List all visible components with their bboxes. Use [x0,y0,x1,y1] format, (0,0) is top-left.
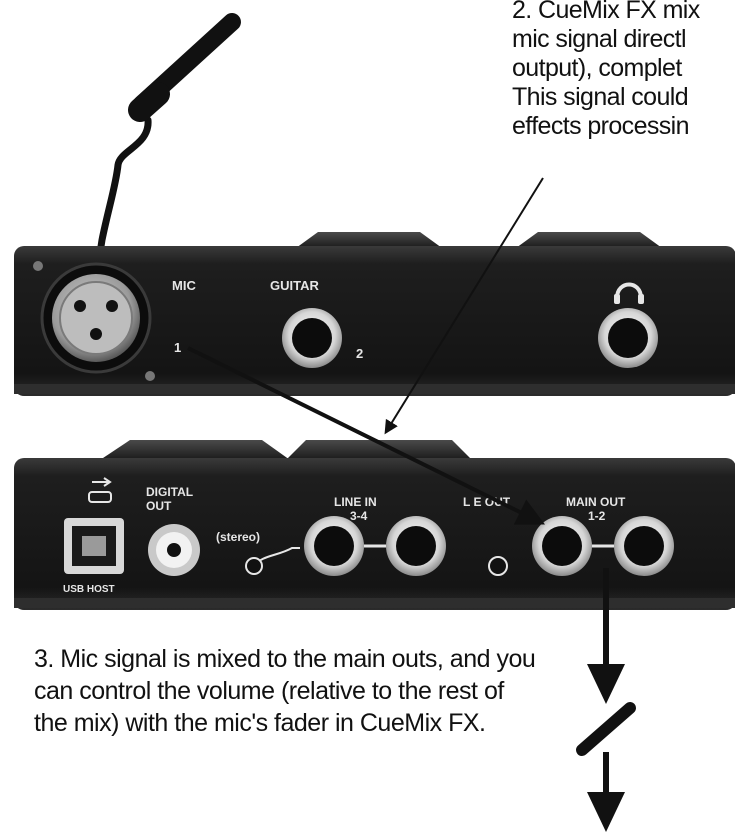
digital-out-rca-jack [148,524,200,576]
xlr-mic-input [33,261,155,381]
headphones-icon [614,282,644,304]
output-continuation-arrow [587,752,625,832]
headphone-jack [598,308,658,368]
bottom-caption-line: can control the volume (relative to the … [34,677,504,705]
usb-icon [88,477,112,503]
stereo-mini-jack [245,547,300,575]
top-caption-line: This signal could [512,83,689,111]
top-caption: 2. CueMix FX mix mic signal directl outp… [512,0,735,141]
main-out-down-arrow [587,568,625,704]
usb-host-label: USB HOST [63,584,115,595]
line-out-label: L E OUT [463,495,511,509]
bottom-caption-line: 3. Mic signal is mixed to the main outs,… [34,645,536,673]
front-panel: MIC 1 GUITAR 2 [14,232,735,396]
line-out-mini-jack [488,556,508,576]
caption-pointer-arrow [384,177,544,435]
mic-number: 1 [174,340,181,355]
guitar-label: GUITAR [270,278,319,293]
main-out-label-2: 1-2 [588,509,606,523]
bottom-caption-line: the mix) with the mic's fader in CueMix … [34,709,486,737]
break-slash [576,702,636,756]
usb-host-port [64,518,124,574]
bottom-caption: 3. Mic signal is mixed to the main outs,… [34,643,594,739]
top-caption-line: output), complet [512,54,682,82]
rear-panel: USB HOST DIGITAL OUT (stereo) LINE IN 3-… [14,440,735,610]
line-in-jacks [304,516,446,576]
main-out-label-1: MAIN OUT [566,495,626,509]
line-in-label-1: LINE IN [334,495,377,509]
guitar-jack [282,308,342,368]
guitar-number: 2 [356,346,363,361]
main-out-jacks [532,516,674,576]
mic-to-main-out-arrow [187,346,546,525]
digital-out-label-2: OUT [146,499,172,513]
mic-label: MIC [172,278,196,293]
line-in-label-2: 3-4 [350,509,368,523]
top-caption-line: effects processin [512,112,690,140]
top-caption-line: 2. CueMix FX mix [512,0,700,24]
digital-out-label-1: DIGITAL [146,485,193,499]
top-caption-line: mic signal directl [512,25,687,53]
stereo-label: (stereo) [216,530,260,544]
signal-arrows [187,177,636,832]
